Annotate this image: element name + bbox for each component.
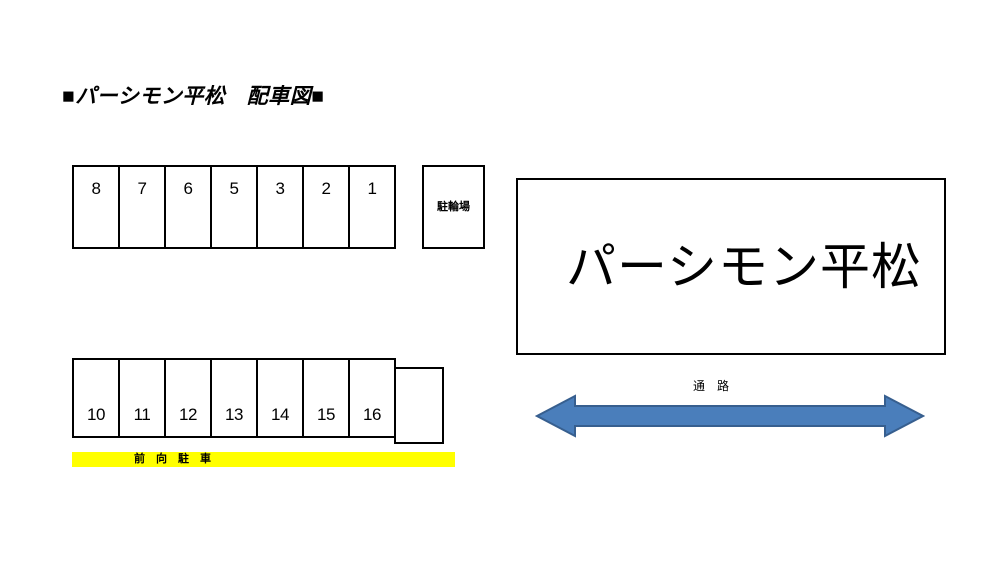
parking-stall-number: 15	[317, 405, 335, 424]
lower-parking-row: 10 11 12 13 14 15 16	[72, 358, 444, 444]
parking-stall-number: 7	[137, 179, 147, 198]
driveway-label: 通 路	[692, 379, 729, 393]
bicycle-parking-box[interactable]: 駐輪場	[422, 165, 485, 249]
parking-stall[interactable]: 10	[72, 358, 120, 438]
parking-stall-number: 11	[133, 405, 151, 424]
parking-stall[interactable]: 15	[302, 358, 350, 438]
parking-stall[interactable]: 13	[210, 358, 258, 438]
parking-stall-number: 5	[229, 179, 239, 198]
parking-stall[interactable]: 14	[256, 358, 304, 438]
page-title: ■パーシモン平松 配車図■	[62, 85, 325, 108]
parking-stall[interactable]: 2	[302, 165, 350, 249]
parking-stall-number: 1	[367, 179, 377, 198]
parking-stall-number: 13	[225, 405, 243, 424]
upper-parking-row: 8 7 6 5 3 2 1	[72, 165, 396, 249]
parking-stall[interactable]: 3	[256, 165, 304, 249]
parking-stall[interactable]: 8	[72, 165, 120, 249]
building-name-label: パーシモン平松	[566, 238, 922, 295]
parking-stall-number: 10	[87, 405, 105, 424]
front-parking-notice-banner: 前 向 駐 車	[72, 452, 455, 467]
parking-stall-number: 2	[321, 179, 331, 198]
building-block: パーシモン平松	[516, 178, 946, 355]
driveway-double-arrow-icon	[535, 394, 925, 438]
parking-stall-number: 8	[91, 179, 101, 198]
parking-stall[interactable]: 12	[164, 358, 212, 438]
parking-stall-unnumbered[interactable]	[394, 367, 444, 444]
parking-stall[interactable]: 7	[118, 165, 166, 249]
parking-stall[interactable]: 11	[118, 358, 166, 438]
parking-stall-number: 3	[275, 179, 285, 198]
parking-stall-number: 14	[271, 405, 289, 424]
front-parking-notice-label: 前 向 駐 車	[134, 453, 211, 465]
parking-stall[interactable]: 6	[164, 165, 212, 249]
bicycle-parking-label: 駐輪場	[437, 200, 470, 213]
parking-stall-number: 16	[363, 405, 381, 424]
parking-stall[interactable]: 1	[348, 165, 396, 249]
parking-stall-number: 6	[183, 179, 193, 198]
parking-stall-number: 12	[179, 405, 197, 424]
parking-stall[interactable]: 5	[210, 165, 258, 249]
parking-stall[interactable]: 16	[348, 358, 396, 438]
